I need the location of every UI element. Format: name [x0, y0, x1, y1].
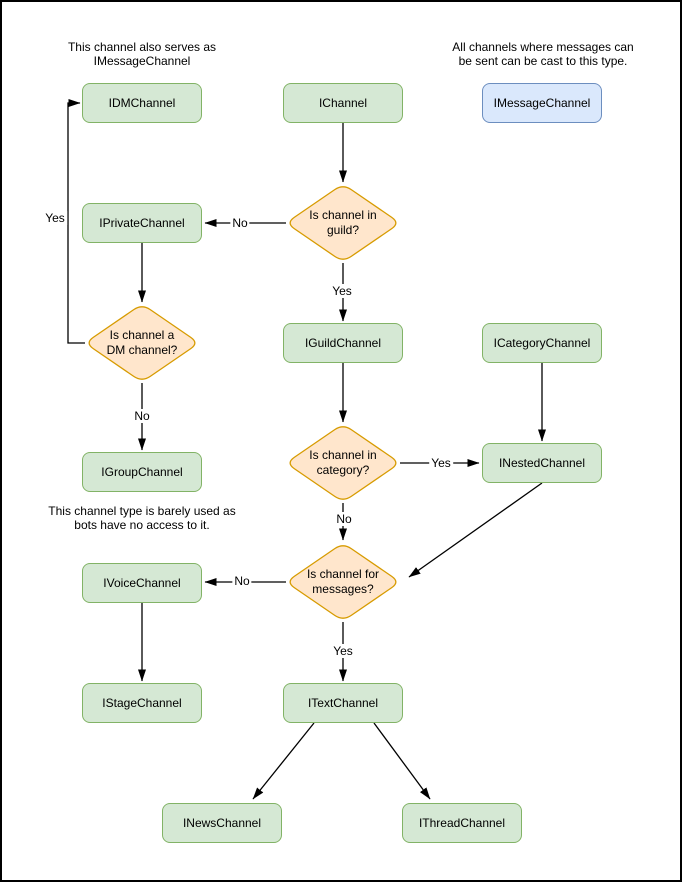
- note-also-serves-imessagechannel: This channel also serves as IMessageChan…: [67, 40, 217, 68]
- edge-label-category-no: No: [334, 512, 354, 526]
- edge-text-to-thread: [373, 722, 431, 800]
- decision-is-channel-a-dm: Is channel a DM channel?: [106, 328, 178, 357]
- edge-nested-to-messages: [408, 482, 543, 578]
- edge-label-messages-no: No: [232, 574, 252, 588]
- decision-is-channel-in-category: Is channel in category?: [309, 448, 377, 477]
- edge-label-guild-yes: Yes: [330, 284, 354, 298]
- edge-label-dm-yes: Yes: [43, 211, 67, 225]
- node-imessagechannel: IMessageChannel: [482, 83, 602, 123]
- node-itextchannel: ITextChannel: [283, 683, 403, 723]
- node-ithreadchannel: IThreadChannel: [402, 803, 522, 843]
- node-istagechannel: IStageChannel: [82, 683, 202, 723]
- decision-is-channel-in-guild: Is channel in guild?: [309, 208, 377, 237]
- node-iprivatechannel: IPrivateChannel: [82, 203, 202, 243]
- node-inewschannel: INewsChannel: [162, 803, 282, 843]
- edge-text-to-news: [252, 722, 315, 800]
- note-cast-to-imessagechannel: All channels where messages can be sent …: [452, 40, 634, 68]
- note-groupchannel-barely-used: This channel type is barely used as bots…: [48, 504, 236, 532]
- decision-is-channel-for-messages: Is channel for messages?: [306, 567, 380, 596]
- node-iguildchannel: IGuildChannel: [283, 323, 403, 363]
- node-inestedchannel: INestedChannel: [482, 443, 602, 483]
- node-idmchannel: IDMChannel: [82, 83, 202, 123]
- node-ichannel: IChannel: [283, 83, 403, 123]
- node-icategorychannel: ICategoryChannel: [482, 323, 602, 363]
- node-ivoicechannel: IVoiceChannel: [82, 563, 202, 603]
- node-igroupchannel: IGroupChannel: [82, 452, 202, 492]
- edge-label-guild-no: No: [230, 216, 250, 230]
- edge-label-category-yes: Yes: [429, 456, 453, 470]
- edge-label-dm-no: No: [132, 409, 152, 423]
- edge-label-messages-yes: Yes: [331, 644, 355, 658]
